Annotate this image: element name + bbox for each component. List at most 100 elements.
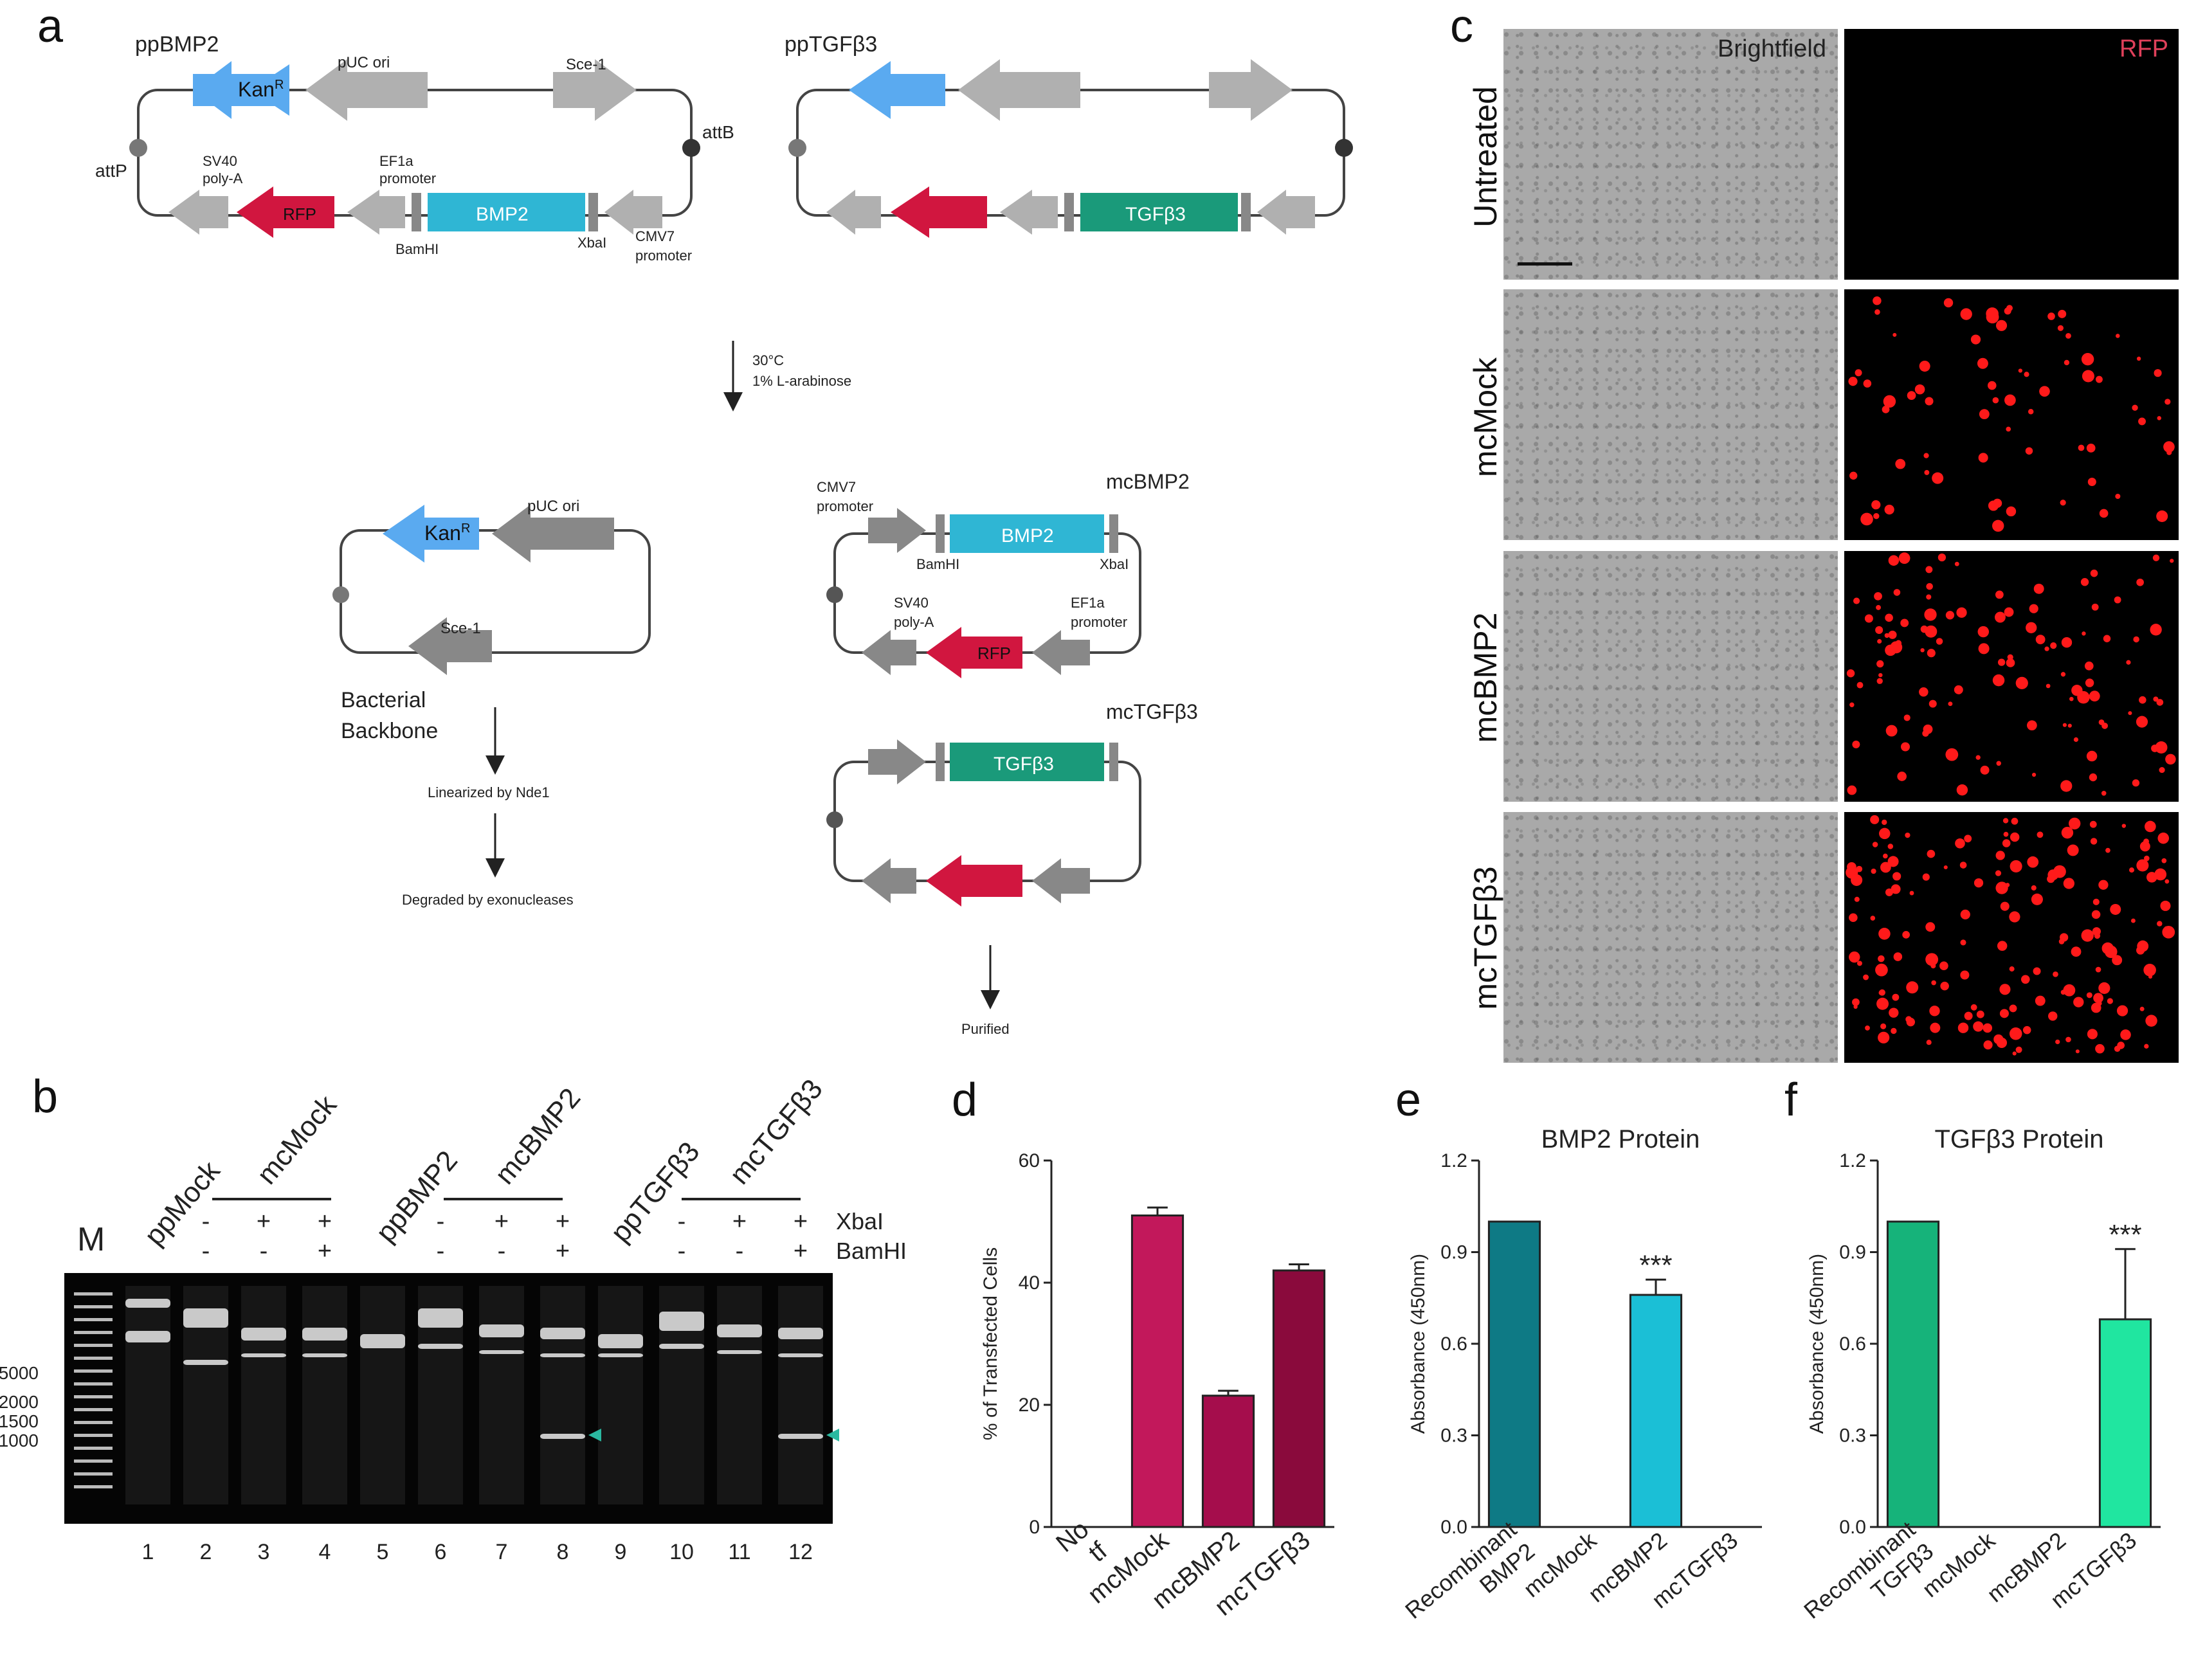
svg-text:attP: attP <box>95 161 127 181</box>
gel-band <box>778 1353 823 1357</box>
gel-band <box>659 1344 704 1349</box>
gel-band <box>241 1353 286 1357</box>
gel-label-ppbmp2: ppBMP2 <box>370 1145 464 1249</box>
bamhi-sign: + <box>556 1238 570 1265</box>
gel-band <box>479 1324 524 1337</box>
svg-text:Bacterial: Bacterial <box>341 688 426 712</box>
mctgfb3-minicircle: mcTGFβ3 TGFβ3 Purified <box>826 700 1198 1037</box>
ladder-band <box>74 1485 113 1488</box>
gel-band <box>540 1434 585 1439</box>
significance-marker: *** <box>1639 1249 1672 1281</box>
gel-label-mcbmp2: mcBMP2 <box>489 1082 586 1190</box>
y-tick-label: 0.3 <box>1839 1425 1866 1447</box>
ladder-band <box>74 1305 113 1308</box>
gel-band <box>125 1299 170 1308</box>
x-tick-label: RecombinantBMP2 <box>1400 1516 1539 1645</box>
svg-text:attB: attB <box>702 122 734 142</box>
ladder-band <box>74 1472 113 1476</box>
svg-text:Sce-1: Sce-1 <box>566 56 606 73</box>
lane-number: 12 <box>788 1540 813 1564</box>
panel-label-a: a <box>37 1 64 52</box>
y-tick-label: 20 <box>1019 1395 1040 1416</box>
svg-text:BMP2: BMP2 <box>1001 525 1054 546</box>
gel-label-pptgfb3: ppTGFβ3 <box>604 1136 706 1249</box>
xbai-sign: + <box>556 1208 570 1235</box>
svg-text:30°C: 30°C <box>752 352 784 368</box>
bamhi-sign: - <box>260 1238 268 1265</box>
kanr-arrow <box>193 61 289 119</box>
y-tick-label: 0.9 <box>1839 1242 1866 1263</box>
svg-text:CMV7: CMV7 <box>635 228 675 244</box>
image-mcbmp2-brightfield <box>1503 551 1838 802</box>
gel-lane-smear <box>540 1286 585 1504</box>
y-tick-label: 1.2 <box>1839 1150 1866 1171</box>
lane-number: 1 <box>142 1540 154 1564</box>
enzyme-bamhi-label: BamHI <box>836 1238 907 1264</box>
ladder-band <box>74 1447 113 1450</box>
gel-band <box>479 1350 524 1354</box>
gel-label-mcmock: mcMock <box>251 1089 343 1191</box>
svg-text:promoter: promoter <box>1071 614 1127 630</box>
svg-text:XbaI: XbaI <box>577 235 606 251</box>
rfp-header: RFP <box>2119 35 2168 62</box>
gel-label-mctgfb3: mcTGFβ3 <box>723 1080 829 1190</box>
svg-text:BamHI: BamHI <box>916 556 959 572</box>
bar <box>1886 1220 1940 1528</box>
bamhi-sign: - <box>437 1238 445 1265</box>
ppbmp2-plasmid: ppBMP2 KanR pUC ori Sce-1 attP attB SV40… <box>95 32 734 264</box>
svg-text:SV40: SV40 <box>894 595 929 611</box>
xbai-sign: + <box>257 1208 271 1235</box>
xbai-sign: - <box>678 1208 686 1235</box>
panel-a-schematic: ppBMP2 KanR pUC ori Sce-1 attP attB SV40… <box>95 32 1353 1037</box>
rfp-arrow <box>237 186 334 238</box>
svg-text:pUC ori: pUC ori <box>338 54 390 71</box>
image-mcmock-rfp <box>1844 289 2179 540</box>
y-tick-label: 60 <box>1019 1150 1040 1171</box>
ladder-band <box>74 1421 113 1424</box>
gel-band <box>540 1328 585 1339</box>
bar <box>1201 1395 1255 1528</box>
gel-band <box>659 1312 704 1331</box>
gel-band <box>778 1328 823 1339</box>
bamhi-sign: - <box>202 1238 210 1265</box>
lane-number: 3 <box>258 1540 270 1564</box>
bamhi-sign: - <box>736 1238 744 1265</box>
svg-text:Purified: Purified <box>961 1021 1010 1037</box>
y-tick-label: 1.2 <box>1440 1150 1467 1171</box>
svg-text:poly-A: poly-A <box>894 614 934 630</box>
gel-band <box>717 1324 762 1337</box>
image-mctgfb3-brightfield <box>1503 812 1838 1063</box>
lane-number: 9 <box>615 1540 627 1564</box>
x-tick-label: RecombinantTGFβ3 <box>1799 1516 1938 1645</box>
bacterial-backbone: KanR pUC ori Sce-1 Bacterial Backbone Li… <box>332 498 651 908</box>
gel-band <box>125 1331 170 1342</box>
gel-label-ppmock: ppMock <box>138 1155 226 1251</box>
ladder-band <box>74 1292 113 1296</box>
xbai-sign: + <box>732 1208 747 1235</box>
gel-band <box>418 1308 463 1328</box>
row-label-mctgfb3: mcTGFβ3 <box>1467 866 1503 1010</box>
svg-text:ppTGFβ3: ppTGFβ3 <box>785 32 877 57</box>
mcbmp2-minicircle: mcBMP2 CMV7 promoter BMP2 BamHI XbaI SV4… <box>817 470 1190 678</box>
gel-lane-smear <box>717 1286 762 1504</box>
svg-text:RFP: RFP <box>977 644 1011 663</box>
gel-lane-smear <box>241 1286 286 1504</box>
chart-title: TGFβ3 Protein <box>1934 1125 2103 1153</box>
panel-label-b: b <box>32 1071 59 1123</box>
gel-lane-smear <box>598 1286 643 1504</box>
gel-band <box>598 1334 643 1348</box>
ladder-band <box>74 1395 113 1398</box>
sce1-arrow <box>553 59 637 121</box>
svg-text:RFP: RFP <box>283 204 316 224</box>
svg-text:1% L-arabinose: 1% L-arabinose <box>752 373 851 389</box>
kan-label: KanR <box>238 78 284 101</box>
svg-text:CMV7: CMV7 <box>817 479 856 495</box>
gel-band <box>540 1353 585 1357</box>
svg-text:TGFβ3: TGFβ3 <box>1125 204 1186 225</box>
y-tick-label: 0.0 <box>1839 1517 1866 1538</box>
lane-number: 5 <box>377 1540 389 1564</box>
y-tick-label: 0.6 <box>1440 1333 1467 1355</box>
chart-title: BMP2 Protein <box>1541 1125 1700 1153</box>
